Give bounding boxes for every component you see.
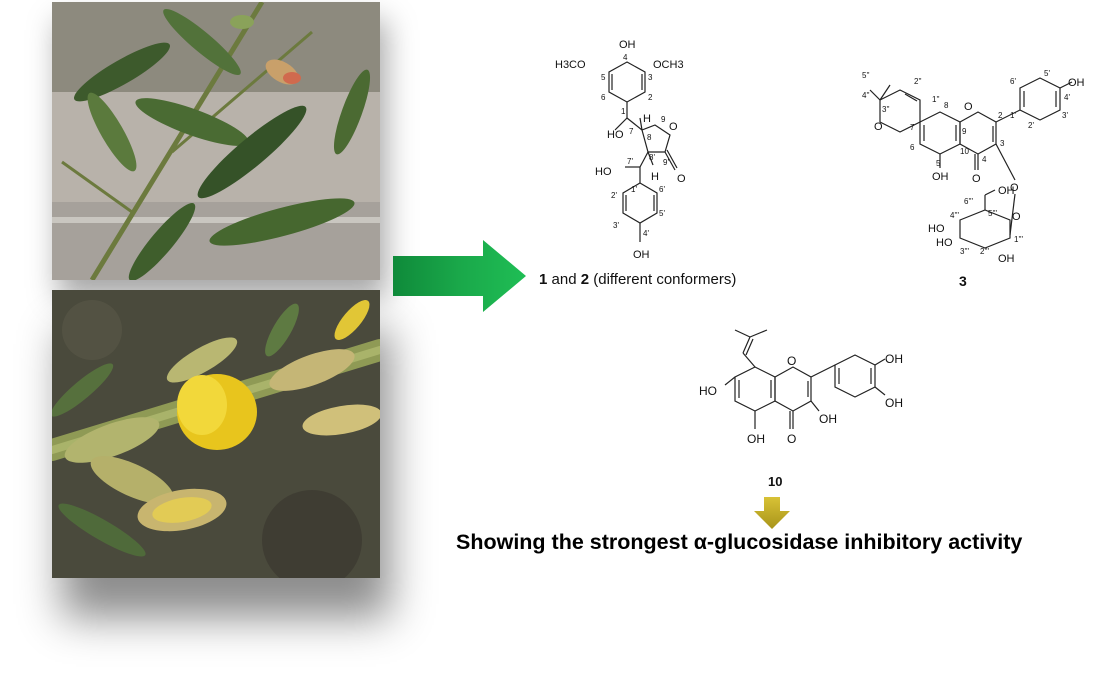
svg-text:OH: OH <box>998 185 1015 197</box>
svg-text:8: 8 <box>944 101 949 110</box>
svg-text:5''': 5''' <box>988 209 998 218</box>
svg-text:OH: OH <box>998 253 1015 265</box>
svg-text:7: 7 <box>629 127 634 136</box>
svg-text:2': 2' <box>611 191 617 200</box>
svg-text:O: O <box>1010 182 1019 194</box>
svg-text:1': 1' <box>631 185 637 194</box>
structure-compound-10: HO O OH OH OH OH O <box>699 329 903 446</box>
svg-text:O: O <box>874 121 883 133</box>
svg-text:3': 3' <box>613 221 619 230</box>
svg-text:OCH3: OCH3 <box>653 59 684 71</box>
svg-text:HO: HO <box>699 384 717 398</box>
svg-text:H: H <box>643 113 651 125</box>
svg-text:10: 10 <box>960 147 969 156</box>
svg-text:1'': 1'' <box>932 95 940 104</box>
svg-text:HO: HO <box>936 237 953 249</box>
svg-text:O: O <box>1012 211 1021 223</box>
svg-text:2': 2' <box>1028 121 1034 130</box>
svg-text:2'': 2'' <box>914 77 922 86</box>
svg-text:OH: OH <box>885 396 903 410</box>
conclusion-text: Showing the strongest α-glucosidase inhi… <box>456 530 1023 554</box>
svg-text:3: 3 <box>1000 139 1005 148</box>
process-arrow <box>393 240 526 312</box>
svg-text:7': 7' <box>627 157 633 166</box>
svg-text:9: 9 <box>661 115 666 124</box>
svg-text:O: O <box>787 354 796 368</box>
svg-text:4'': 4'' <box>862 91 870 100</box>
svg-text:4''': 4''' <box>950 211 960 220</box>
svg-text:5: 5 <box>936 159 941 168</box>
svg-text:3': 3' <box>1062 111 1068 120</box>
svg-text:OH: OH <box>747 432 765 446</box>
svg-text:O: O <box>669 121 678 133</box>
svg-text:1''': 1''' <box>1014 235 1024 244</box>
svg-text:3: 3 <box>648 73 653 82</box>
svg-text:8': 8' <box>649 153 655 162</box>
result-arrow <box>754 497 790 529</box>
svg-text:HO: HO <box>928 223 945 235</box>
svg-text:O: O <box>677 173 686 185</box>
svg-text:HO: HO <box>607 129 624 141</box>
svg-text:6: 6 <box>601 93 606 102</box>
svg-text:O: O <box>964 101 973 113</box>
svg-text:OH: OH <box>633 249 650 261</box>
svg-text:OH: OH <box>819 412 837 426</box>
svg-text:1': 1' <box>1010 111 1016 120</box>
svg-text:1: 1 <box>621 107 626 116</box>
svg-text:3'': 3'' <box>882 105 890 114</box>
svg-text:OH: OH <box>619 39 636 51</box>
svg-text:6': 6' <box>659 185 665 194</box>
photo-yellow-flowers <box>52 290 380 578</box>
svg-text:5'': 5'' <box>862 71 870 80</box>
svg-text:5': 5' <box>1044 70 1050 78</box>
structure-compound-3: OH O O O OH O OH O HO HO OH 5' 4' 3' 6' … <box>862 70 1085 265</box>
svg-text:H: H <box>651 171 659 183</box>
caption-compound-3: 3 <box>959 273 967 289</box>
svg-text:8: 8 <box>647 133 652 142</box>
svg-text:4': 4' <box>1064 93 1070 102</box>
caption-compounds-1-2: 1 and 2 (different conformers) <box>539 271 737 288</box>
svg-text:OH: OH <box>885 352 903 366</box>
svg-text:4': 4' <box>643 229 649 238</box>
svg-text:H3CO: H3CO <box>555 59 586 71</box>
svg-text:OH: OH <box>1068 77 1085 89</box>
svg-text:HO: HO <box>595 166 612 178</box>
svg-text:3''': 3''' <box>960 247 970 256</box>
svg-text:2: 2 <box>998 111 1003 120</box>
svg-text:6': 6' <box>1010 77 1016 86</box>
photo-plant-stem <box>52 2 380 280</box>
svg-text:5': 5' <box>659 209 665 218</box>
svg-text:O: O <box>972 173 981 185</box>
structure-compound-1-2: OH H3CO OCH3 HO HO H H O O OH 4 5 3 6 2 … <box>555 39 686 261</box>
svg-text:7: 7 <box>910 123 915 132</box>
svg-text:6: 6 <box>910 143 915 152</box>
svg-text:O: O <box>787 432 796 446</box>
svg-text:9': 9' <box>663 158 669 167</box>
svg-text:2: 2 <box>648 93 653 102</box>
svg-text:6''': 6''' <box>964 197 974 206</box>
svg-text:4: 4 <box>623 53 628 62</box>
svg-text:OH: OH <box>932 171 949 183</box>
svg-text:4: 4 <box>982 155 987 164</box>
svg-text:5: 5 <box>601 73 606 82</box>
svg-text:9: 9 <box>962 127 967 136</box>
caption-compound-10: 10 <box>768 474 783 489</box>
svg-text:2''': 2''' <box>980 247 990 256</box>
